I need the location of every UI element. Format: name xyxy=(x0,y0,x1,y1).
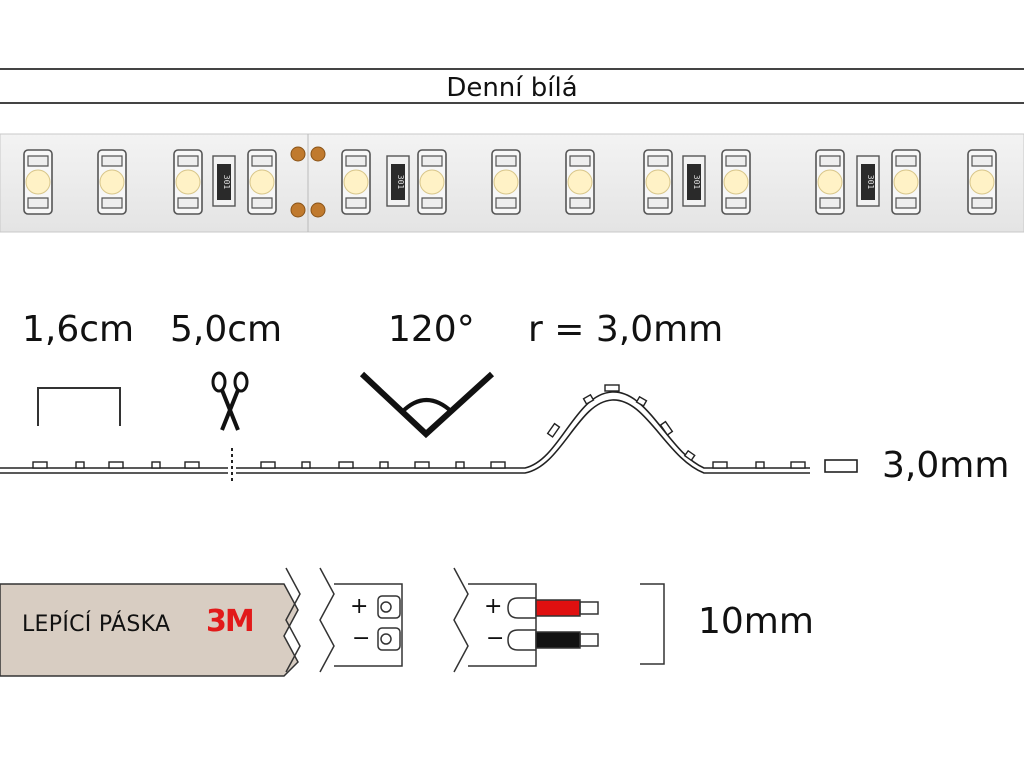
cut-interval-label: 5,0cm xyxy=(170,309,283,350)
profile-led xyxy=(260,461,276,469)
led-chip xyxy=(815,149,845,215)
bend-radius-label: r = 3,0mm xyxy=(528,309,724,350)
led-chip xyxy=(891,149,921,215)
led-chip xyxy=(643,149,673,215)
red-wire xyxy=(535,599,581,617)
profile-led xyxy=(455,461,465,469)
led-chip xyxy=(23,149,53,215)
width-label: 10mm xyxy=(698,601,814,642)
profile-led xyxy=(490,461,506,469)
profile-led xyxy=(546,422,561,438)
profile-led xyxy=(379,461,389,469)
angle-icon xyxy=(359,371,495,439)
profile-led xyxy=(32,461,48,469)
profile-led xyxy=(683,449,696,462)
plus-sign: + xyxy=(350,594,369,619)
cut-length-bracket xyxy=(37,387,121,426)
strip-end-wired xyxy=(453,567,599,673)
profile-led xyxy=(755,461,765,469)
profile-led xyxy=(184,461,200,469)
brand-logo: 3M xyxy=(206,604,255,639)
thickness-label: 3,0mm xyxy=(882,445,1010,486)
resistor-code: 301 xyxy=(222,175,231,190)
resistor: 301 xyxy=(386,155,410,207)
resistor: 301 xyxy=(682,155,706,207)
page-title: Denní bílá xyxy=(446,73,578,103)
profile-led xyxy=(108,461,124,469)
cut-length-label: 1,6cm xyxy=(22,309,135,350)
profile-led xyxy=(659,420,674,436)
led-chip xyxy=(565,149,595,215)
black-wire xyxy=(535,631,581,649)
connector-diagram xyxy=(0,567,665,677)
width-bracket xyxy=(640,583,665,665)
profile-led xyxy=(414,461,430,469)
led-chip xyxy=(97,149,127,215)
beam-angle-label: 120° xyxy=(388,309,475,350)
profile-led xyxy=(582,393,595,405)
strip-profile-diagram xyxy=(0,371,858,484)
resistor-code: 301 xyxy=(866,175,875,190)
led-chip xyxy=(491,149,521,215)
led-strip: 301 301 301 301 xyxy=(0,133,1024,233)
strip-end-pads xyxy=(319,567,403,673)
profile-led xyxy=(790,461,806,469)
led-chip xyxy=(721,149,751,215)
profile-led xyxy=(712,461,728,469)
cut-pads xyxy=(290,134,326,232)
profile-led xyxy=(604,384,620,392)
led-chip xyxy=(967,149,997,215)
minus-sign: − xyxy=(352,626,371,651)
scissors-icon xyxy=(211,371,249,431)
profile-led xyxy=(301,461,311,469)
resistor-code: 301 xyxy=(396,175,405,190)
plus-sign: + xyxy=(484,594,503,619)
profile-led xyxy=(338,461,354,469)
led-chip xyxy=(247,149,277,215)
profile-led xyxy=(635,395,648,407)
profile-led xyxy=(151,461,161,469)
led-chip xyxy=(417,149,447,215)
adhesive-tape xyxy=(0,583,299,677)
title-band xyxy=(0,68,1024,104)
tape-label: LEPÍCÍ PÁSKA xyxy=(22,612,171,637)
profile-led xyxy=(75,461,85,469)
minus-sign: − xyxy=(486,626,505,651)
resistor-code: 301 xyxy=(692,175,701,190)
resistor: 301 xyxy=(856,155,880,207)
led-chip xyxy=(173,149,203,215)
resistor: 301 xyxy=(212,155,236,207)
led-chip xyxy=(341,149,371,215)
